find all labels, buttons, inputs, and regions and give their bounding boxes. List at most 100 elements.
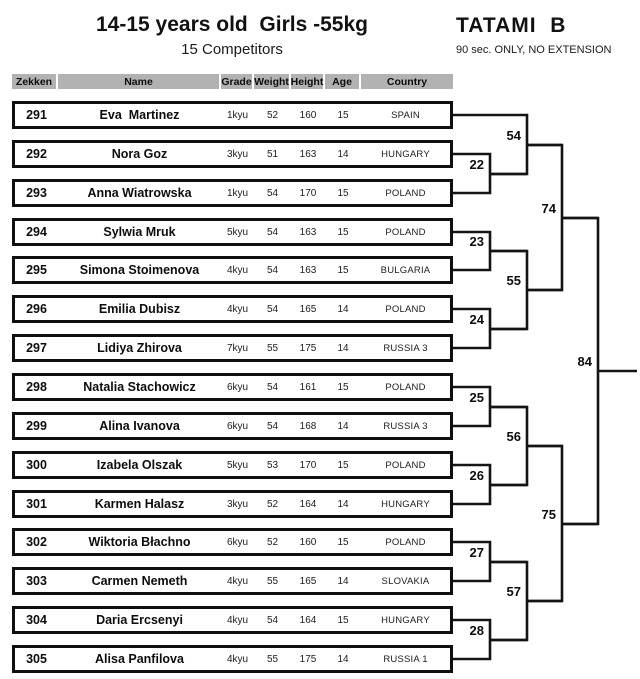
height-cell: 164 [299,498,317,510]
country-cell: POLAND [385,459,426,471]
match-number-label: 22 [470,157,484,172]
grade-cell: 5kyu [226,226,249,238]
height-cell: 168 [299,420,317,432]
zekken-cell: 297 [26,341,47,355]
grade-cell: 4kyu [226,653,249,665]
weight-cell: 53 [266,459,279,471]
country-cell: SPAIN [391,109,420,121]
bracket-match-84-lines [562,216,637,526]
match-number-label: 28 [470,623,484,638]
weight-cell: 55 [266,575,279,587]
weight-cell: 51 [266,148,279,160]
bracket-match-24-lines [453,307,527,350]
age-cell: 14 [337,148,349,160]
weight-cell: 54 [266,420,279,432]
column-header-age: Age [325,74,361,89]
height-cell: 161 [299,381,317,393]
name-cell: Izabela Olszak [96,458,183,472]
name-cell: Eva Martinez [99,108,180,122]
age-cell: 15 [337,187,349,199]
country-cell: RUSSIA 3 [383,342,428,354]
weight-cell: 52 [266,536,279,548]
bracket-match-75-lines [527,444,598,603]
page-title: 14-15 years old Girls -55kg [96,13,368,36]
weight-cell: 54 [266,381,279,393]
age-cell: 15 [337,536,349,548]
weight-cell: 52 [266,109,279,121]
bracket-match-26-lines [453,463,527,506]
bracket-match-22-lines [453,152,527,195]
bracket-match-25-lines [453,385,527,428]
zekken-cell: 294 [26,225,47,239]
table-header: Zekken Name Grade Weight Height Age Coun… [12,74,453,89]
match-number-label: 26 [470,468,484,483]
match-number-label: 24 [470,312,485,327]
weight-cell: 54 [266,226,279,238]
zekken-cell: 305 [26,652,47,666]
bracket-match-56-lines [490,405,562,487]
bracket-match-55-lines [490,249,562,331]
weight-cell: 54 [266,303,279,315]
grade-cell: 6kyu [226,536,249,548]
age-cell: 14 [337,498,349,510]
tatami-label: TATAMI B [456,14,567,37]
name-cell: Daria Ercsenyi [96,613,183,627]
grade-cell: 4kyu [226,264,249,276]
match-number-label: 27 [470,545,484,560]
match-number-label: 23 [470,234,484,249]
age-cell: 14 [337,653,349,665]
weight-cell: 52 [266,498,279,510]
grade-cell: 4kyu [226,614,249,626]
column-header-name: Name [58,74,221,89]
zekken-cell: 299 [26,419,47,433]
bracket-match-23-lines [453,230,527,272]
height-cell: 163 [299,264,317,276]
match-number-label: 54 [507,128,522,143]
zekken-cell: 303 [26,574,47,588]
zekken-cell: 304 [26,613,47,627]
grade-cell: 5kyu [226,459,249,471]
country-cell: POLAND [385,536,426,548]
match-number-label: 25 [470,390,484,405]
age-cell: 14 [337,575,349,587]
age-cell: 15 [337,459,349,471]
height-cell: 163 [299,148,317,160]
age-cell: 14 [337,342,349,354]
bracket-match-54-lines [453,113,562,176]
age-cell: 15 [337,264,349,276]
zekken-cell: 296 [26,302,47,316]
weight-cell: 54 [266,264,279,276]
name-cell: Alina Ivanova [99,419,180,433]
zekken-cell: 302 [26,535,47,549]
match-duration-note: 90 sec. ONLY, NO EXTENSION [456,44,612,56]
grade-cell: 7kyu [226,342,249,354]
age-cell: 14 [337,420,349,432]
country-cell: HUNGARY [381,498,430,510]
country-cell: SLOVAKIA [381,575,430,587]
grade-cell: 3kyu [226,498,249,510]
match-number-label: 84 [578,354,593,369]
bracket-match-74-lines [527,143,598,292]
height-cell: 170 [299,187,317,199]
name-cell: Emilia Dubisz [98,302,181,316]
grade-cell: 6kyu [226,381,249,393]
height-cell: 165 [299,303,317,315]
zekken-cell: 291 [26,108,47,122]
grade-cell: 4kyu [226,303,249,315]
country-cell: POLAND [385,226,426,238]
name-cell: Karmen Halasz [94,497,185,511]
name-cell: Alisa Panfilova [95,652,184,666]
name-cell: Carmen Nemeth [91,574,188,588]
weight-cell: 55 [266,342,279,354]
